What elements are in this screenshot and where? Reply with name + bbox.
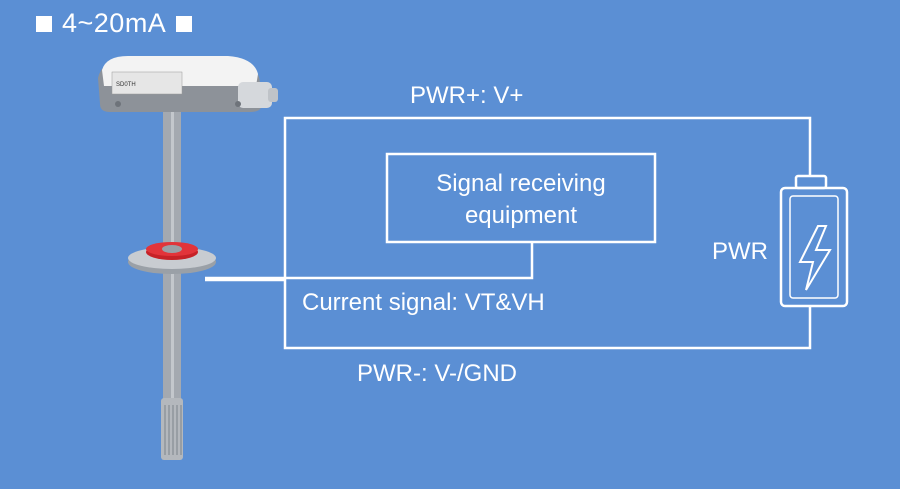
device-label-text: SD0TH (116, 82, 136, 88)
bullet-square-left-icon (36, 15, 52, 32)
signal-equipment-label-line1: Signal receiving (436, 170, 606, 197)
bullet-square-right-icon (176, 15, 193, 32)
pwr-minus-label: PWR-: V-/GND (357, 360, 517, 387)
battery-icon (779, 174, 849, 308)
diagram-title: 4~20mA (36, 8, 193, 39)
signal-equipment-box (385, 152, 657, 244)
pwr-plus-wire (283, 116, 812, 280)
pwr-label: PWR (712, 238, 768, 265)
pwr-minus-wire (283, 280, 812, 350)
title-text: 4~20mA (62, 8, 167, 38)
sensor-device-icon: SD0TH (98, 56, 278, 460)
pwr-plus-label: PWR+: V+ (410, 82, 524, 109)
current-signal-label: Current signal: VT&VH (302, 289, 545, 316)
signal-wire (205, 242, 534, 280)
signal-equipment-label-line2: equipment (464, 202, 578, 229)
